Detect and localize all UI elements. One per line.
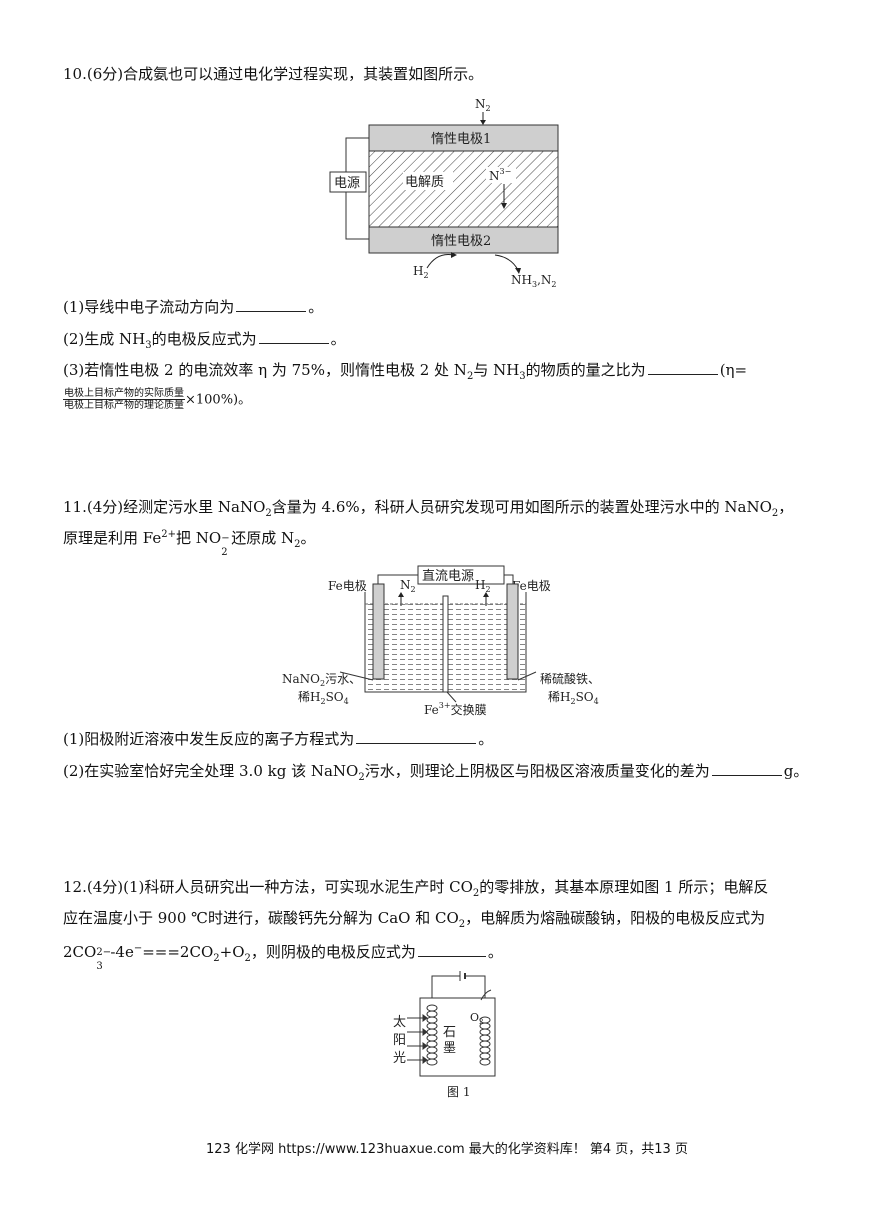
q12-stem-line2: 应在温度小于 900 ℃时进行，碳酸钙先分解为 CaO 和 CO2，电解质为熔融… xyxy=(63,909,766,930)
q11-power-label: 直流电源 xyxy=(422,569,474,584)
q10-electrode2-label: 惰性电极2 xyxy=(431,234,491,249)
q12-right-coil xyxy=(479,1016,491,1066)
q11-right-solution-label: 稀硫酸铁、 xyxy=(540,671,600,686)
q10-products-arrow xyxy=(494,254,519,271)
q11-left-electrode-label: Fe电极 xyxy=(328,579,367,593)
q12-figure-caption: 图 1 xyxy=(447,1085,470,1099)
q10-electrolyte xyxy=(368,150,559,228)
q10-h2-arrow xyxy=(426,254,454,269)
q11-membrane xyxy=(442,595,449,693)
q10-power-label: 电源 xyxy=(334,176,360,191)
q12-o2-arrow xyxy=(480,989,492,1001)
q12-graphite-char1: 石 xyxy=(443,1025,456,1040)
q12-answer1-blank[interactable] xyxy=(417,940,486,957)
q10-electrolyte-label: 电解质 xyxy=(405,175,444,190)
q11-part2: (2)在实验室恰好完全处理 3.0 kg 该 NaNO2污水，则理论上阴极区与阳… xyxy=(63,759,808,783)
q11-h2-label: H2 xyxy=(475,578,491,594)
page-footer: 123 化学网 https://www.123huaxue.com 最大的化学资… xyxy=(206,1142,688,1157)
q11-left-acid-label: 稀H2SO4 xyxy=(298,690,349,706)
q12-stem-line1: 12.(4分)(1)科研人员研究出一种方法，可实现水泥生产时 CO2的零排放，其… xyxy=(63,878,769,899)
q10-answer3-blank[interactable] xyxy=(647,358,718,375)
q12-diagram: O2 太 阳 光 石 墨 图 1 xyxy=(393,971,496,1099)
q10-electrode2 xyxy=(368,226,559,254)
q10-h2-label: H2 xyxy=(413,264,429,280)
q11-answer2-blank[interactable] xyxy=(711,759,782,776)
q12-sun-char3: 光 xyxy=(393,1051,406,1066)
q11-right-acid-label: 稀H2SO4 xyxy=(548,690,599,706)
q11-membrane-label: Fe3+交换膜 xyxy=(424,701,487,717)
q11-part1: (1)阳极附近溶液中发生反应的离子方程式为。 xyxy=(63,727,493,749)
q10-power-box xyxy=(329,171,367,193)
q12-wire-right xyxy=(465,975,486,1006)
q11-right-electrode xyxy=(506,583,519,680)
q12-graphite-char2: 墨 xyxy=(443,1041,456,1056)
q10-answer2-blank[interactable] xyxy=(258,327,329,344)
q10-ion-label: N3− xyxy=(489,167,511,183)
q10-electrode1-label: 惰性电极1 xyxy=(431,132,491,147)
q11-left-solution-label: NaNO2污水、 xyxy=(282,672,361,688)
q11-wire-left xyxy=(377,574,418,584)
q11-stem: 11.(4分)经测定污水里 NaNO2含量为 4.6%，科研人员研究发现可用如图… xyxy=(63,498,794,519)
q11-diagram: 直流电源 Fe电极 Fe电极 N2 H2 NaNO2污水、 稀H2SO4 稀硫酸… xyxy=(282,565,600,717)
q11-answer1-blank[interactable] xyxy=(356,727,477,744)
q10-part1: (1)导线中电子流动方向为。 xyxy=(63,295,323,317)
q10-stem: 10.(6分)合成氨也可以通过电化学过程实现，其装置如图所示。 xyxy=(63,65,484,83)
q11-right-electrode-label: Fe电极 xyxy=(512,579,551,593)
q12-wire-left xyxy=(431,975,460,1001)
q12-sun-char1: 太 xyxy=(393,1015,406,1030)
q11-n2-label: N2 xyxy=(400,578,416,594)
q10-part2: (2)生成 NH3的电极反应式为。 xyxy=(63,327,346,351)
q10-answer1-blank[interactable] xyxy=(236,295,307,312)
q10-diagram: N2 惰性电极1 电解质 N3− 惰性电极2 电源 H2 NH3,N2 xyxy=(329,97,559,289)
q11-left-electrode xyxy=(372,583,385,680)
q12-sun-char2: 阳 xyxy=(393,1033,406,1048)
q12-cell xyxy=(419,997,496,1077)
q12-sunlight-arrows xyxy=(407,1014,428,1064)
q10-n2-label: N2 xyxy=(475,97,491,113)
q10-products-label: NH3,N2 xyxy=(511,273,556,289)
q11-wire-right xyxy=(504,574,514,584)
q10-part3: (3)若惰性电极 2 的电流效率 η 为 75%，则惰性电极 2 处 N2与 N… xyxy=(63,358,747,382)
q10-efficiency-formula: 电极上目标产物的实际质量电极上目标产物的理论质量×100%)。 xyxy=(63,388,252,411)
q12-o2-label: O2 xyxy=(470,1011,484,1026)
